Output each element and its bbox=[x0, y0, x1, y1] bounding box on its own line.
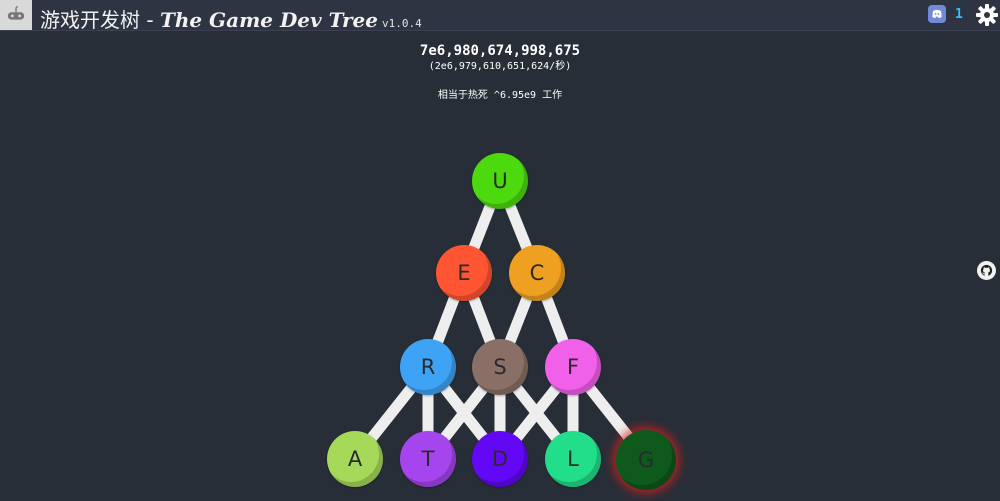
layer-node-r[interactable]: R bbox=[400, 339, 456, 395]
layer-node-e[interactable]: E bbox=[436, 245, 492, 301]
discord-icon[interactable] bbox=[928, 5, 946, 23]
title-chinese: 游戏开发树 - bbox=[40, 8, 160, 32]
heat-death-text: 相当于热死 ^6.95e9 工作 bbox=[437, 90, 563, 101]
layer-node-g[interactable]: G bbox=[616, 430, 676, 490]
layer-node-c[interactable]: C bbox=[509, 245, 565, 301]
layer-node-l[interactable]: L bbox=[545, 431, 601, 487]
layer-node-f[interactable]: F bbox=[545, 339, 601, 395]
layer-node-t[interactable]: T bbox=[400, 431, 456, 487]
discord-count: 1 bbox=[955, 7, 963, 22]
layer-node-s[interactable]: S bbox=[472, 339, 528, 395]
github-icon[interactable] bbox=[977, 261, 996, 280]
points-value: 7e6,980,674,998,675 bbox=[419, 43, 581, 59]
points-rate: (2e6,979,610,651,624/秒) bbox=[428, 61, 572, 72]
points-display: 7e6,980,674,998,675 (2e6,979,610,651,624… bbox=[0, 42, 1000, 101]
version-label: v1.0.4 bbox=[382, 17, 422, 30]
controller-logo-icon bbox=[0, 0, 32, 30]
layer-node-u[interactable]: U bbox=[472, 153, 528, 209]
layer-node-d[interactable]: D bbox=[472, 431, 528, 487]
title-english: The Game Dev Tree bbox=[159, 8, 379, 32]
gear-icon[interactable] bbox=[975, 3, 999, 27]
layer-node-a[interactable]: A bbox=[327, 431, 383, 487]
